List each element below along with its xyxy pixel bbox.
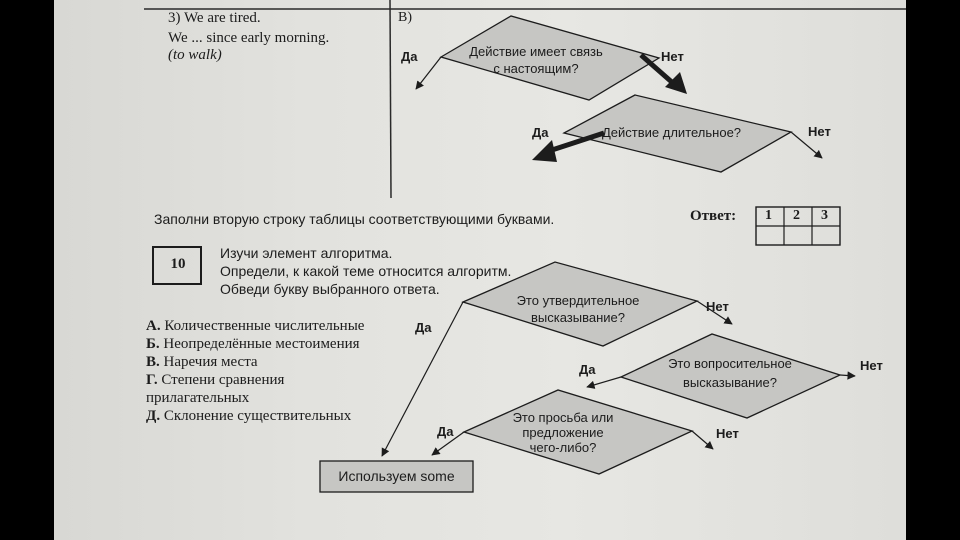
task10-instructions: Изучи элемент алгоритма. Определи, к как… [220,244,511,298]
decision-b2-no-label: Нет [860,358,883,373]
task3-hint: (to walk) [168,47,222,63]
decision2-no-label: Нет [808,124,831,139]
column-label-b: B) [398,10,412,25]
decision-b3-yes-arrow [431,431,465,456]
result-box [319,460,474,493]
decision2-no-arrow [790,131,823,159]
result-text: Используем some [338,468,455,484]
decision-b3-no-label: Нет [716,426,739,441]
task10-number-box [152,246,202,285]
option-a[interactable]: А. Количественные числительные [146,318,365,334]
decision-b3-line3: чего-либо? [529,440,597,455]
task10-number: 10 [170,256,186,272]
decision2-yes-arrow-shaft [551,130,605,153]
decision1-text: Действие имеет связь с настоящим? [466,43,606,77]
answer-header-3: 3 [821,208,828,223]
decision1-line2: с настоящим? [493,61,579,76]
answer-header-2: 2 [793,208,800,223]
decision-b2-yes-label: Да [579,362,596,377]
decision-b2-yes-arrow [586,376,622,389]
task10-options: А. Количественные числительные Б. Неопре… [146,317,364,425]
answer-header-1: 1 [765,208,772,223]
decision1-no-label: Нет [661,49,684,64]
decision-b1-line1: Это утвердительное [516,293,640,308]
decision2-yes-arrowhead [532,140,557,162]
decision2-text: Действие длительное? [602,125,742,140]
option-v[interactable]: В. Наречия места [146,354,258,370]
decision-b1-line2: высказывание? [530,310,625,325]
decision2-yes-label: Да [532,125,549,140]
task10-line2: Определи, к какой теме относится алгорит… [220,263,512,279]
decision-b3-line1: Это просьба или [512,410,614,425]
worksheet-page: 3) We are tired. We ... since early morn… [54,0,906,540]
decision-b1-no-label: Нет [706,299,729,314]
decision1-diamond [439,15,661,101]
task3-sentence: We ... since early morning. [168,30,330,46]
answer-label: Ответ: [690,208,737,224]
task10-line1: Изучи элемент алгоритма. [220,245,393,261]
flowchart-diagram [144,0,906,493]
decision-b3-line2: предложение [522,425,604,440]
option-g-continued: прилагательных [146,390,250,406]
table-column-divider [389,0,392,199]
task10-line3: Обведи букву выбранного ответа. [220,281,440,297]
decision1-yes-label: Да [401,49,418,64]
decision1-line1: Действие имеет связь [469,44,603,59]
decision-b2-text: Это вопросительное высказывание? [660,354,800,392]
task3-number-line: 3) We are tired. [168,10,261,26]
decision-b1-no-arrow [696,300,733,325]
decision-b2-no-arrow [839,371,856,380]
option-b[interactable]: Б. Неопределённые местоимения [146,336,360,352]
decision-b2-line1: Это вопросительное [668,356,792,371]
decision-b3-yes-label: Да [437,424,454,439]
decision-b1-text: Это утвердительное высказывание? [508,292,648,326]
decision1-no-arrow-shaft [639,53,676,86]
option-d[interactable]: Д. Склонение существительных [146,408,352,424]
decision-b3-no-arrow [691,430,714,450]
decision-b3-text: Это просьба или предложение чего-либо? [508,410,618,455]
decision-b1-yes-label: Да [415,320,432,335]
option-g[interactable]: Г. Степени сравнения [146,372,285,388]
decision1-yes-arrow [415,56,442,90]
decision-b1-yes-arrow [381,301,464,457]
decision1-no-arrowhead [665,72,687,94]
instruction-text: Заполни вторую строку таблицы соответств… [154,211,555,227]
decision-b2-line2: высказывание? [682,375,777,390]
